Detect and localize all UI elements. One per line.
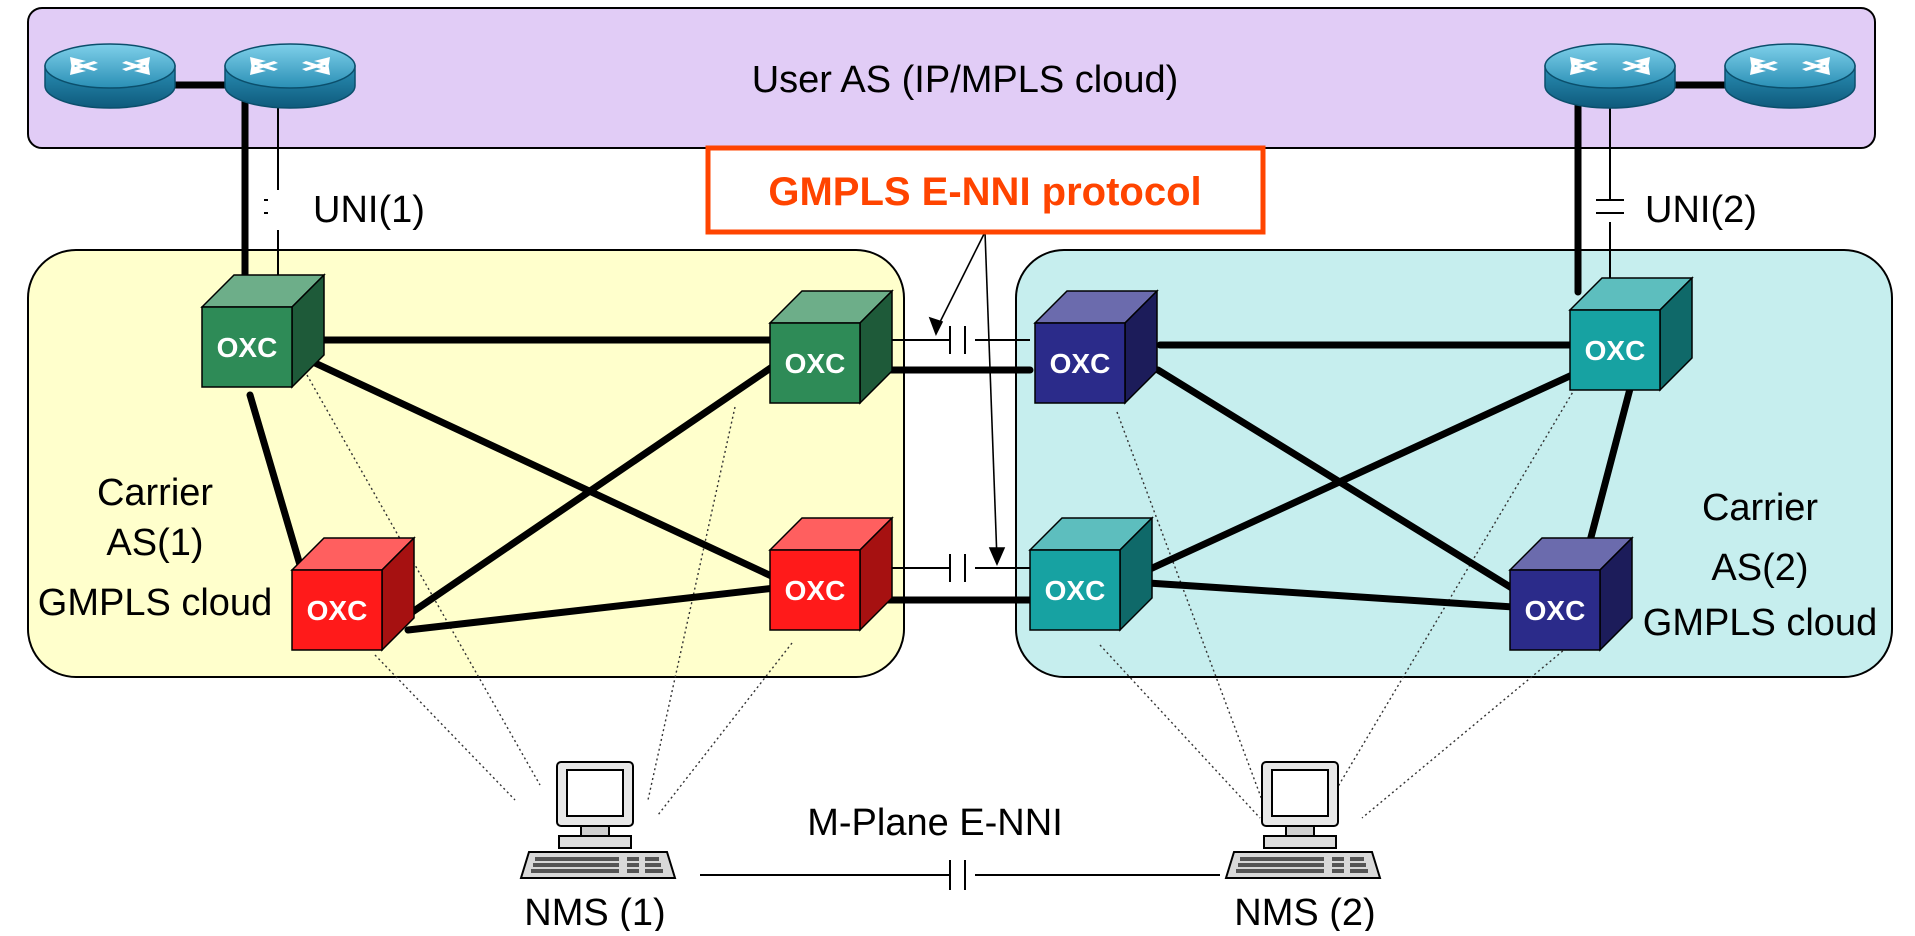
protocol-label: GMPLS E-NNI protocol xyxy=(768,170,1201,214)
oxc-label: OXC xyxy=(785,348,846,379)
router-icon xyxy=(224,43,356,109)
carrier2-label-line3: GMPLS cloud xyxy=(1643,602,1877,644)
nms2-label: NMS (2) xyxy=(1234,892,1375,931)
oxc-carrier1-bottom-left: OXC xyxy=(290,536,416,652)
oxc-links xyxy=(171,68,1729,634)
carrier2-label-line1: Carrier xyxy=(1702,487,1818,529)
uni-gap-mask xyxy=(268,190,300,230)
router-icon xyxy=(1724,43,1856,109)
oxc-carrier2-bottom-right: OXC xyxy=(1508,536,1634,652)
uni-left-label: UNI(1) xyxy=(313,189,425,231)
user-as-label: User AS (IP/MPLS cloud) xyxy=(752,59,1179,101)
mplane-enni-label: M-Plane E-NNI xyxy=(807,802,1063,844)
oxc-front-face xyxy=(1029,549,1121,631)
oxc-label: OXC xyxy=(1585,335,1646,366)
oxc-carrier2-top-left: OXC xyxy=(1033,289,1159,405)
oxc-front-face xyxy=(1509,569,1601,651)
workstation-icon xyxy=(1225,761,1381,879)
carrier2-label-line2: AS(2) xyxy=(1711,547,1808,589)
oxc-label: OXC xyxy=(785,575,846,606)
oxc-label: OXC xyxy=(1525,595,1586,626)
oxc-carrier1-bottom-right: OXC xyxy=(768,516,894,632)
oxc-front-face xyxy=(1034,322,1126,404)
oxc-front-face xyxy=(1569,309,1661,391)
oxc-carrier1-top-left: OXC xyxy=(200,273,326,389)
oxc-carrier2-bottom-left: OXC xyxy=(1028,516,1154,632)
oxc-front-face xyxy=(201,306,293,388)
carrier1-label-line3: GMPLS cloud xyxy=(38,582,272,624)
oxc-carrier2-top-right: OXC xyxy=(1568,276,1694,392)
oxc-layer: OXC OXC OXC OXC OXC OXC OXC OXC xyxy=(200,273,1694,652)
oxc-front-face xyxy=(291,569,383,651)
oxc-label: OXC xyxy=(217,332,278,363)
uni-right-label: UNI(2) xyxy=(1645,189,1757,231)
nms1-label: NMS (1) xyxy=(524,892,665,931)
protocol-box xyxy=(705,145,1266,235)
carrier1-label-line1: Carrier xyxy=(97,472,213,514)
oxc-label: OXC xyxy=(307,595,368,626)
oxc-carrier1-top-right: OXC xyxy=(768,289,894,405)
protocol-arrows xyxy=(928,231,1006,566)
carrier1-label-line2: AS(1) xyxy=(106,522,203,564)
management-lines xyxy=(306,374,1583,819)
oxc-front-face xyxy=(769,549,861,631)
oxc-label: OXC xyxy=(1045,575,1106,606)
router-icon xyxy=(44,43,176,109)
oxc-front-face xyxy=(769,322,861,404)
oxc-label: OXC xyxy=(1050,348,1111,379)
router-icon xyxy=(1544,43,1676,109)
